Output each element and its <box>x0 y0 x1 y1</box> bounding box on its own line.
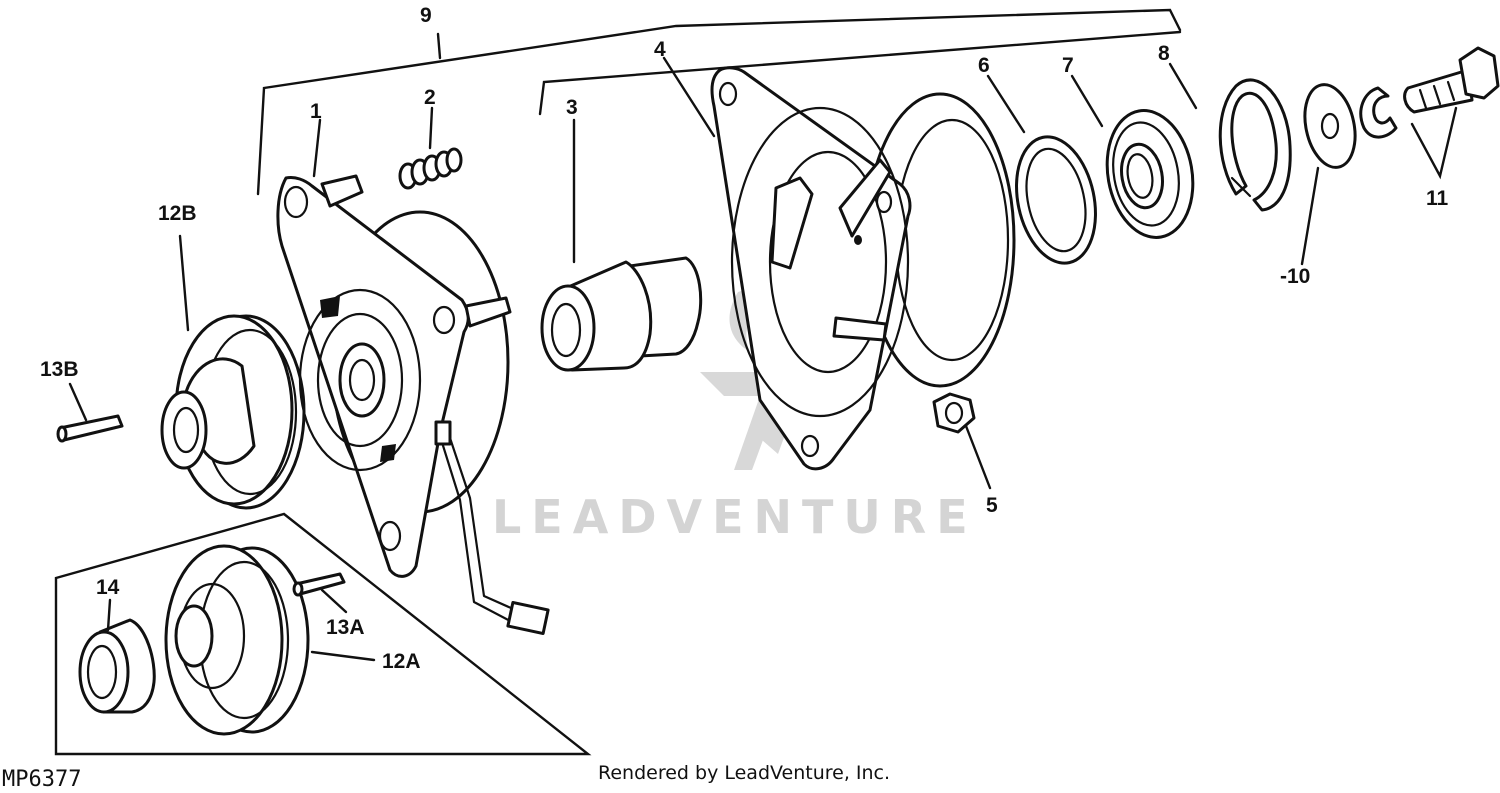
callout-3: 3 <box>566 96 578 119</box>
watermark-text: LEADVENTURE <box>492 490 978 544</box>
callout-13a: 13A <box>326 616 365 639</box>
callout-12a: 12A <box>382 650 421 673</box>
callout-1: 1 <box>310 100 322 123</box>
callout-9: 9 <box>420 4 432 27</box>
part-14-spacer <box>78 618 156 714</box>
leader-lines <box>68 56 1458 662</box>
part-12a-pulley <box>164 544 310 736</box>
part-13b-roll-pin <box>56 414 124 443</box>
part-1-field-coil <box>276 174 550 635</box>
part-4-armature-housing <box>710 66 1016 471</box>
part-11-lockwasher-and-capscrew <box>1359 46 1500 139</box>
part-6-seal <box>1015 135 1097 265</box>
part-8-snap-ring <box>1218 78 1292 212</box>
part-3-bushing <box>540 256 703 372</box>
callout-7: 7 <box>1062 54 1074 77</box>
assembly-bracket-9 <box>256 8 1182 196</box>
callout-11: 11 <box>1426 187 1449 210</box>
part-13a-roll-pin <box>292 572 346 597</box>
callout-10: -10 <box>1280 265 1310 288</box>
callout-14: 14 <box>96 576 120 599</box>
figure-code: MP6377 <box>2 767 81 792</box>
callout-12b: 12B <box>158 202 197 225</box>
part-5-nut <box>932 392 976 434</box>
render-credit: Rendered by LeadVenture, Inc. <box>598 762 890 784</box>
callout-labels: 9 1 2 3 4 6 7 8 11 -10 5 12B 13B 14 13A … <box>40 4 1449 673</box>
part-7-bearing <box>1105 109 1195 239</box>
callout-6: 6 <box>978 54 990 77</box>
callout-2: 2 <box>424 86 436 109</box>
part-10-washer <box>1303 83 1357 169</box>
callout-5: 5 <box>986 494 998 517</box>
callout-13b: 13B <box>40 358 79 381</box>
part-2-spring <box>398 147 463 190</box>
callout-4: 4 <box>654 38 666 61</box>
assembly-bracket-4 <box>538 30 1182 116</box>
inset-parts-group <box>54 512 592 756</box>
part-12b-pulley <box>160 314 306 510</box>
callout-8: 8 <box>1158 42 1170 65</box>
